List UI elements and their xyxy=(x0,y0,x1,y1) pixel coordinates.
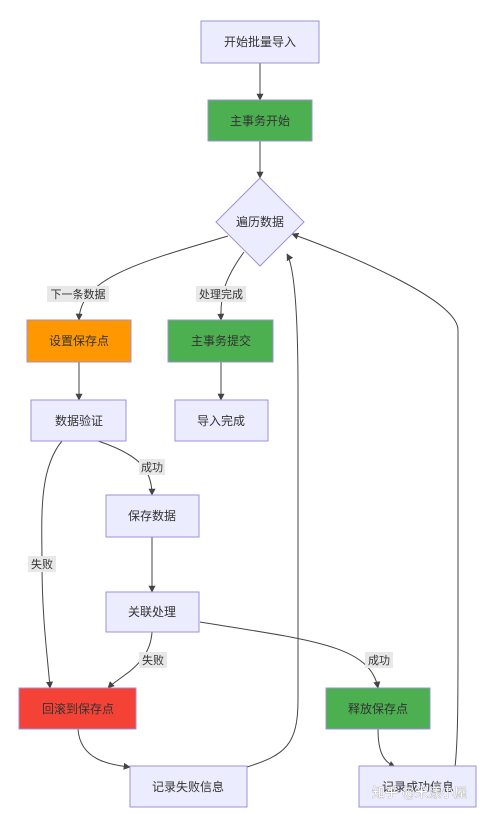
edges xyxy=(41,63,459,770)
node-loop-decision: 遍历数据 xyxy=(215,177,305,267)
edge-log-fail-to-loop xyxy=(246,253,299,768)
node-import-done: 导入完成 xyxy=(174,399,269,442)
edge-release-to-log-success xyxy=(377,728,396,768)
node-log-fail-label: 记录失败信息 xyxy=(152,779,224,794)
node-tx-commit: 主事务提交 xyxy=(167,319,274,363)
node-relate: 关联处理 xyxy=(105,591,200,633)
edge-label-success-2-text: 成功 xyxy=(368,654,390,667)
edge-log-success-to-loop xyxy=(291,232,459,768)
node-log-fail: 记录失败信息 xyxy=(129,765,248,808)
node-start: 开始批量导入 xyxy=(200,20,320,64)
node-log-success-label: 记录成功信息 xyxy=(382,779,454,794)
edge-label-success-2: 成功 xyxy=(365,652,393,668)
nodes: 开始批量导入 主事务开始 遍历数据 设置保存点 主事务提交 数据验证 导入完成 xyxy=(18,20,477,808)
edge-labels: 下一条数据 处理完成 成功 失败 失败 成功 xyxy=(28,286,393,668)
node-release: 释放保存点 xyxy=(325,687,431,730)
edge-label-fail-2: 失败 xyxy=(139,652,167,668)
edge-loop-to-savepoint xyxy=(75,235,229,321)
edge-label-success-1: 成功 xyxy=(139,459,165,475)
node-import-done-label: 导入完成 xyxy=(197,413,245,428)
edge-relate-to-rollback xyxy=(107,631,153,689)
node-save-label: 保存数据 xyxy=(128,508,176,523)
edge-label-next: 下一条数据 xyxy=(47,286,109,302)
node-savepoint-label: 设置保存点 xyxy=(49,334,109,348)
node-relate-label: 关联处理 xyxy=(128,605,176,619)
edge-label-done: 处理完成 xyxy=(196,286,246,302)
edge-label-fail-2-text: 失败 xyxy=(142,653,164,667)
node-log-success: 记录成功信息 xyxy=(358,765,477,808)
edge-label-success-1-text: 成功 xyxy=(141,461,163,474)
node-start-label: 开始批量导入 xyxy=(224,34,296,49)
edge-rollback-to-log-fail xyxy=(77,728,131,770)
node-release-label: 释放保存点 xyxy=(348,701,408,716)
edge-relate-to-release xyxy=(199,621,381,689)
node-tx-begin: 主事务开始 xyxy=(207,99,313,142)
node-save: 保存数据 xyxy=(105,494,200,538)
edge-label-fail-1: 失败 xyxy=(28,556,56,572)
node-loop-label: 遍历数据 xyxy=(236,214,284,229)
edge-label-next-text: 下一条数据 xyxy=(51,287,106,301)
node-validate: 数据验证 xyxy=(30,399,127,442)
node-rollback-label: 回滚到保存点 xyxy=(42,701,114,716)
edge-label-fail-1-text: 失败 xyxy=(31,557,53,571)
node-savepoint: 设置保存点 xyxy=(26,319,132,363)
node-validate-label: 数据验证 xyxy=(55,413,103,428)
node-tx-begin-label: 主事务开始 xyxy=(230,113,290,128)
node-rollback: 回滚到保存点 xyxy=(18,687,137,730)
edge-label-done-text: 处理完成 xyxy=(199,287,243,301)
node-tx-commit-label: 主事务提交 xyxy=(191,333,251,348)
watermark-text: 知乎 @米漾小屋 xyxy=(372,785,467,801)
